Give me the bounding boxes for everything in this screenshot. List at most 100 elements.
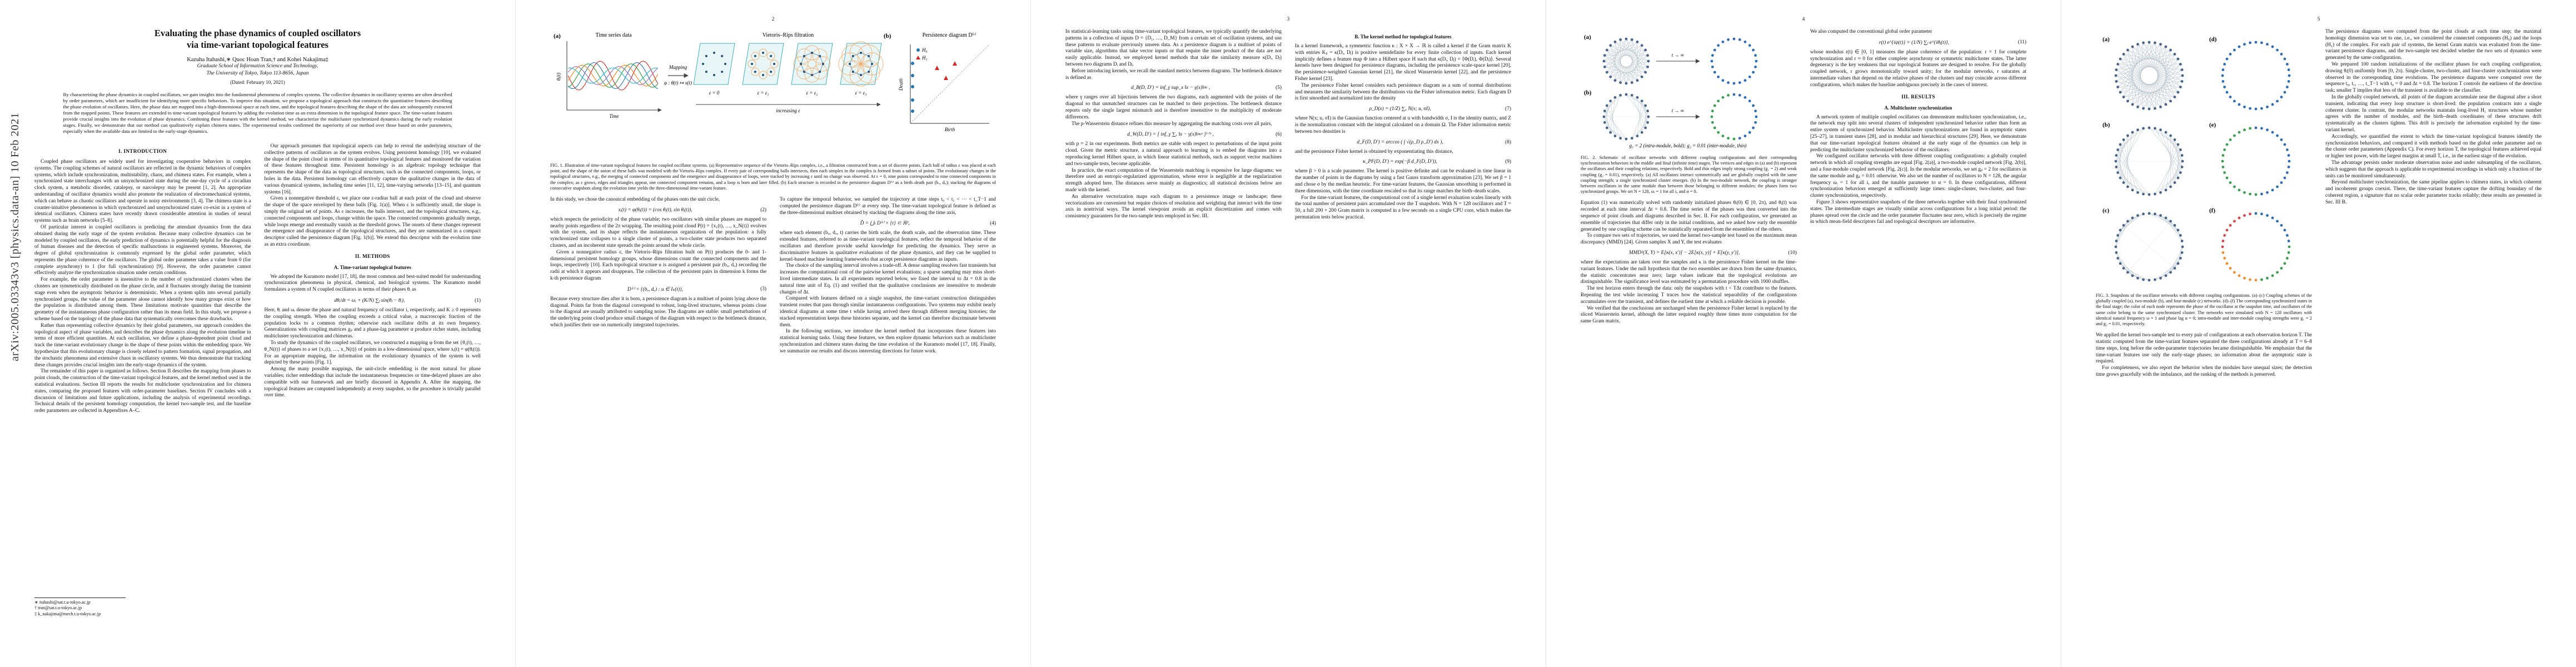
vr-panel-label: ε = ε₃ bbox=[855, 90, 867, 96]
paragraph: In practice, the exact computation of th… bbox=[1065, 167, 1282, 193]
oscillator-node bbox=[2283, 262, 2286, 265]
oscillator-node bbox=[1619, 38, 1622, 41]
oscillator-node bbox=[2131, 103, 2134, 106]
page1-right-column: Our approach presumes that topological a… bbox=[265, 143, 481, 617]
oscillator-node bbox=[1717, 99, 1720, 103]
paragraph: where N(x; u, σI) is the Gaussian functi… bbox=[1295, 116, 1511, 135]
oscillator-node bbox=[2122, 138, 2125, 141]
state-ring bbox=[1710, 37, 1758, 85]
oscillator-node bbox=[2180, 154, 2184, 157]
page-number: 3 bbox=[1287, 17, 1290, 22]
oscillator-node bbox=[2266, 43, 2269, 46]
oscillator-node bbox=[2225, 228, 2229, 232]
equation-number: (9) bbox=[1505, 159, 1511, 165]
fig3-panel: (f) bbox=[2209, 207, 2291, 282]
oscillator-node bbox=[2238, 45, 2241, 48]
oscillator-node bbox=[2164, 274, 2168, 277]
oscillator-node bbox=[2116, 148, 2120, 151]
vr-panel: ε = ε₁ bbox=[742, 43, 784, 96]
footnote-email[interactable]: ∗ itabashi@sat.t.u-tokyo.ac.jp bbox=[34, 599, 91, 605]
paragraph: with p = 2 in our experiments. Both metr… bbox=[1065, 141, 1282, 167]
vr-panel-label: ε = ε₂ bbox=[806, 90, 818, 96]
oscillator-node bbox=[2233, 134, 2236, 137]
equation-2: xᵢ(t) = φ(θᵢ(t)) = (cos θᵢ(t), sin θᵢ(t)… bbox=[550, 207, 766, 213]
paper-title: Evaluating the phase dynamics of coupled… bbox=[34, 28, 481, 51]
oscillator-node bbox=[1743, 40, 1747, 43]
oscillator-node bbox=[2122, 267, 2125, 270]
oscillator-node bbox=[2119, 228, 2122, 232]
h1-point bbox=[935, 66, 939, 70]
oscillator-node bbox=[2159, 214, 2162, 217]
oscillator-node bbox=[1640, 131, 1643, 134]
fig2-label-b: (b) bbox=[1584, 89, 1592, 96]
paragraph: For example, the order parameter is inse… bbox=[34, 277, 251, 322]
oscillator-node bbox=[2221, 68, 2225, 71]
oscillator-node bbox=[2249, 212, 2251, 216]
oscillator-node bbox=[2176, 228, 2180, 232]
oscillator-node bbox=[1727, 137, 1730, 140]
oscillator-node bbox=[1721, 79, 1725, 82]
oscillator-node bbox=[2243, 105, 2246, 108]
figure-2-graphic: (a) t → ∞ (b) t → ∞ g₁ = 2 (intra-module… bbox=[1584, 34, 1758, 148]
oscillator-node bbox=[1721, 135, 1725, 138]
oscillator-node bbox=[2119, 143, 2122, 146]
oscillator-node bbox=[2288, 74, 2291, 77]
oscillator-node bbox=[2260, 212, 2263, 216]
oscillator-node bbox=[1752, 71, 1755, 74]
equation-body: κ_PF(D, D′) = exp(−β d_F(D, D′)), bbox=[1363, 159, 1437, 165]
oscillator-node bbox=[2266, 191, 2269, 194]
subsection-heading-timevariant: A. Time-variant topological features bbox=[333, 264, 411, 270]
network-ring bbox=[1602, 93, 1650, 141]
oscillator-node bbox=[2159, 276, 2162, 280]
oscillator-node bbox=[2280, 224, 2283, 227]
phase-axis-label: θᵢ(t) bbox=[556, 73, 561, 81]
oscillator-node bbox=[2179, 257, 2182, 260]
footnote-email[interactable]: † tran@sat.t.u-tokyo.ac.jp bbox=[34, 605, 82, 611]
timeseries-curve bbox=[567, 67, 659, 84]
oscillator-node bbox=[1609, 44, 1612, 47]
oscillator-node bbox=[2180, 251, 2184, 254]
oscillator-node bbox=[2154, 127, 2156, 130]
section-heading-introduction: I. INTRODUCTION bbox=[118, 148, 167, 155]
birth-axis-label: Birth bbox=[945, 127, 955, 132]
paragraph: where β > 0 is a scale parameter. The ke… bbox=[1295, 168, 1511, 194]
oscillator-node bbox=[1754, 109, 1757, 113]
oscillator-node bbox=[2116, 86, 2120, 88]
oscillator-node bbox=[2126, 134, 2129, 137]
paragraph: The p-Wasserstein distance refines this … bbox=[1072, 121, 1272, 127]
footnote-email[interactable]: ‡ k_nakajima@mech.t.u-tokyo.ac.jp bbox=[34, 611, 101, 616]
timeseries-curve bbox=[567, 66, 659, 85]
network-ring bbox=[2114, 41, 2184, 111]
oscillator-node bbox=[2181, 74, 2184, 77]
page5-left-column: (a)(d)(b)(e)(c)(f) FIG. 3. Snapshots of … bbox=[2096, 29, 2312, 379]
oscillator-node bbox=[2173, 181, 2176, 184]
page-number: 4 bbox=[1802, 17, 1805, 22]
oscillator-node bbox=[1613, 135, 1617, 138]
oscillator-node bbox=[1619, 137, 1622, 140]
oscillator-node bbox=[2176, 57, 2180, 61]
oscillator-node bbox=[2254, 41, 2258, 44]
oscillator-node bbox=[2254, 107, 2258, 111]
state-ring bbox=[1710, 93, 1758, 141]
oscillator-node bbox=[2285, 234, 2289, 237]
paragraph: Beyond multicluster synchronization, the… bbox=[2325, 180, 2542, 205]
persistence-diagram: H₀ H₁ Birth Death bbox=[898, 44, 990, 132]
oscillator-node bbox=[2225, 262, 2229, 265]
timeseries-curve bbox=[567, 61, 659, 91]
oscillator-node bbox=[2142, 41, 2145, 44]
oscillator-node bbox=[1640, 99, 1643, 103]
equation-body: d_B(D, D′) = inf_γ sup_x ‖x − γ(x)‖∞ , bbox=[1130, 85, 1210, 91]
oscillator-node bbox=[1603, 121, 1606, 124]
oscillator-node bbox=[2119, 176, 2122, 180]
h1-point bbox=[953, 61, 957, 66]
vr-panel-label: ε = 0 bbox=[709, 90, 720, 96]
fig3-panel: (d) bbox=[2209, 36, 2291, 111]
legend-h1-label: H₁ bbox=[921, 55, 928, 61]
paragraph: Our approach presumes that topological a… bbox=[264, 143, 481, 195]
oscillator-node bbox=[2287, 154, 2290, 157]
oscillator-node bbox=[2229, 267, 2232, 270]
oscillator-node bbox=[2223, 148, 2226, 151]
oscillator-node bbox=[2276, 99, 2279, 103]
equation-body: MMD²(X, Y) = E[κ(x, x′)] − 2E[κ(x, y)] +… bbox=[1629, 250, 1740, 256]
oscillator-node bbox=[1738, 38, 1741, 41]
